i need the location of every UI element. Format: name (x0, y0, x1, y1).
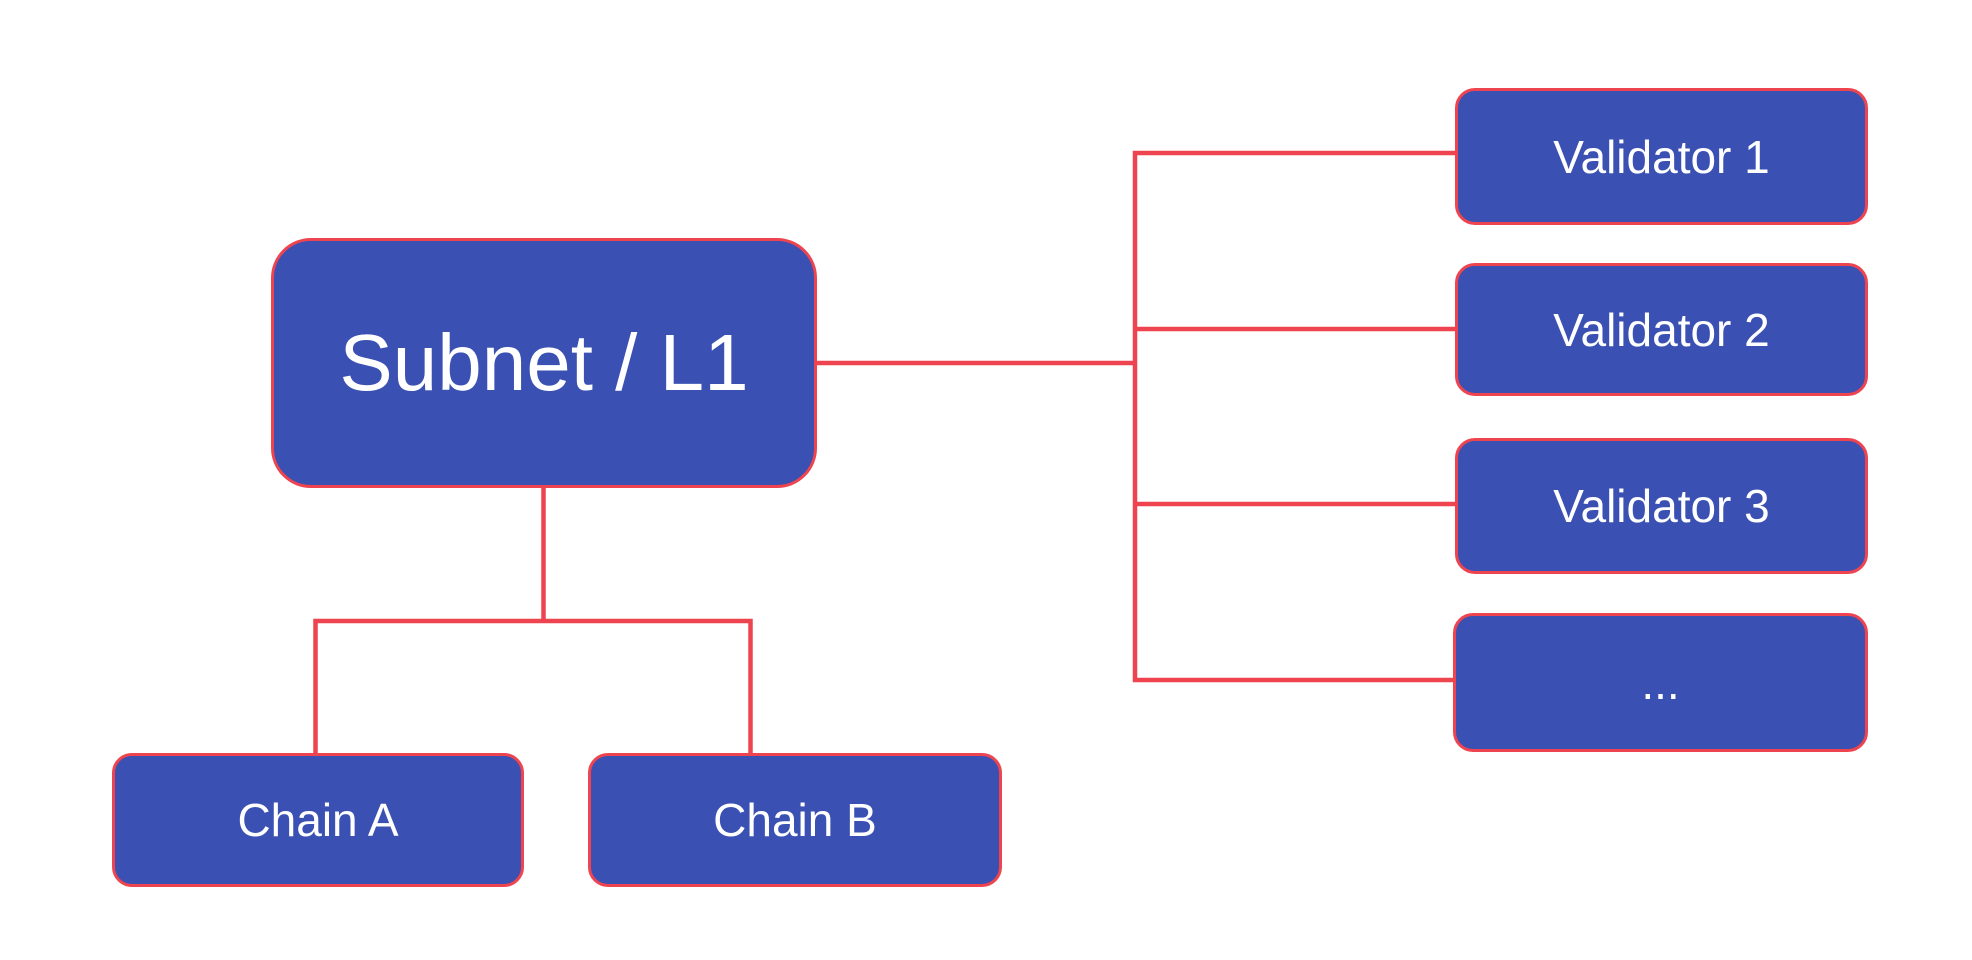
node-chain-b: Chain B (588, 753, 1002, 887)
node-validator-1: Validator 1 (1455, 88, 1868, 225)
node-validator-ellipsis: ... (1453, 613, 1868, 752)
node-validator-2: Validator 2 (1455, 263, 1868, 396)
node-validator-1-label: Validator 1 (1553, 130, 1770, 183)
node-subnet-l1-label: Subnet / L1 (339, 318, 749, 407)
node-validator-2-label: Validator 2 (1553, 303, 1770, 356)
node-chain-a: Chain A (112, 753, 524, 887)
node-validator-3: Validator 3 (1455, 438, 1868, 574)
edge-chain-tree (313, 618, 753, 753)
node-validator-ellipsis-label: ... (1641, 656, 1680, 709)
node-validator-3-label: Validator 3 (1553, 480, 1770, 532)
node-subnet-l1: Subnet / L1 (271, 238, 817, 488)
node-chain-b-label: Chain B (713, 794, 877, 846)
node-chain-a-label: Chain A (237, 794, 399, 846)
edge-trunk-v1-vmore (1132, 150, 1457, 683)
